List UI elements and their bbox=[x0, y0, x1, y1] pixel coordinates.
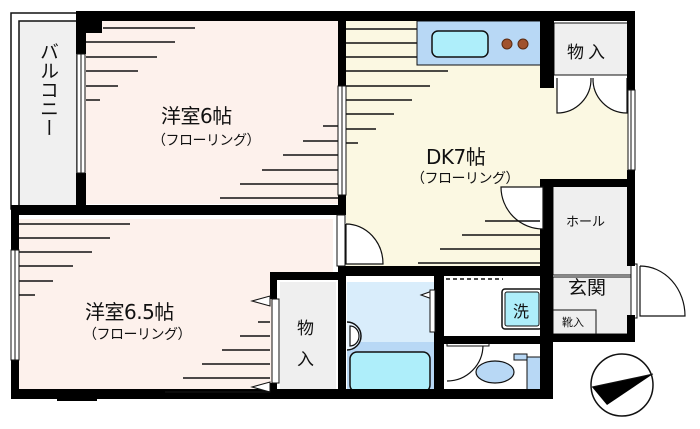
closet-mid-marker-2 bbox=[250, 381, 271, 393]
walls bbox=[11, 11, 635, 401]
entrance-label: 玄関 bbox=[568, 277, 607, 299]
closet-mid-marker-1 bbox=[250, 295, 271, 307]
bath-sink-basin bbox=[349, 325, 360, 347]
balcony-floor bbox=[18, 20, 78, 209]
dk-floor-type: （フローリング） bbox=[411, 171, 520, 187]
western-room-1-floor-type: （フローリング） bbox=[152, 133, 261, 149]
closet-top-floor bbox=[553, 22, 631, 76]
entrance-door-swing bbox=[639, 265, 686, 317]
north-arrow-icon bbox=[590, 353, 654, 417]
dk-name: DK7帖 bbox=[426, 145, 486, 169]
stove-burner-2 bbox=[517, 38, 529, 50]
western-room-2-name: 洋室6.5帖 bbox=[85, 300, 174, 324]
hall-floor bbox=[552, 185, 632, 276]
toilet-door-swing bbox=[446, 344, 484, 382]
closet-top-label: 物入 bbox=[567, 43, 609, 63]
room2-door-frame bbox=[336, 214, 346, 267]
closet-top-doors bbox=[556, 77, 628, 114]
closet-mid-label-1: 物 bbox=[297, 319, 314, 339]
closet-mid-label-2: 入 bbox=[297, 350, 314, 370]
western-room-1-floor bbox=[84, 21, 338, 204]
floor-hatch-room2 bbox=[19, 223, 270, 393]
closet-mid-floor bbox=[280, 282, 336, 389]
western-room-2-floor-type: （フローリング） bbox=[83, 327, 192, 343]
room2-door-swing bbox=[345, 223, 384, 265]
hall-door-swing bbox=[500, 186, 544, 230]
kitchen-sink bbox=[431, 30, 489, 58]
hall-label: ホール bbox=[566, 215, 606, 230]
closet-mid-door bbox=[271, 298, 280, 384]
toilet-bowl bbox=[475, 360, 515, 384]
stove-burner-1 bbox=[501, 38, 513, 50]
entrance-door-frame bbox=[630, 263, 638, 319]
washer-label: 洗 bbox=[513, 302, 530, 321]
bath-door bbox=[429, 289, 436, 333]
washer bbox=[504, 291, 540, 327]
floor-hatch-room1 bbox=[86, 27, 338, 199]
bathtub bbox=[349, 351, 431, 393]
western-room-1-name: 洋室6帖 bbox=[161, 104, 232, 128]
toilet-tank-top bbox=[513, 353, 528, 361]
balcony-label: バルコニー bbox=[37, 42, 59, 137]
shoe-storage-label: 靴入 bbox=[562, 316, 584, 329]
floor-hatch-dk bbox=[346, 28, 540, 264]
